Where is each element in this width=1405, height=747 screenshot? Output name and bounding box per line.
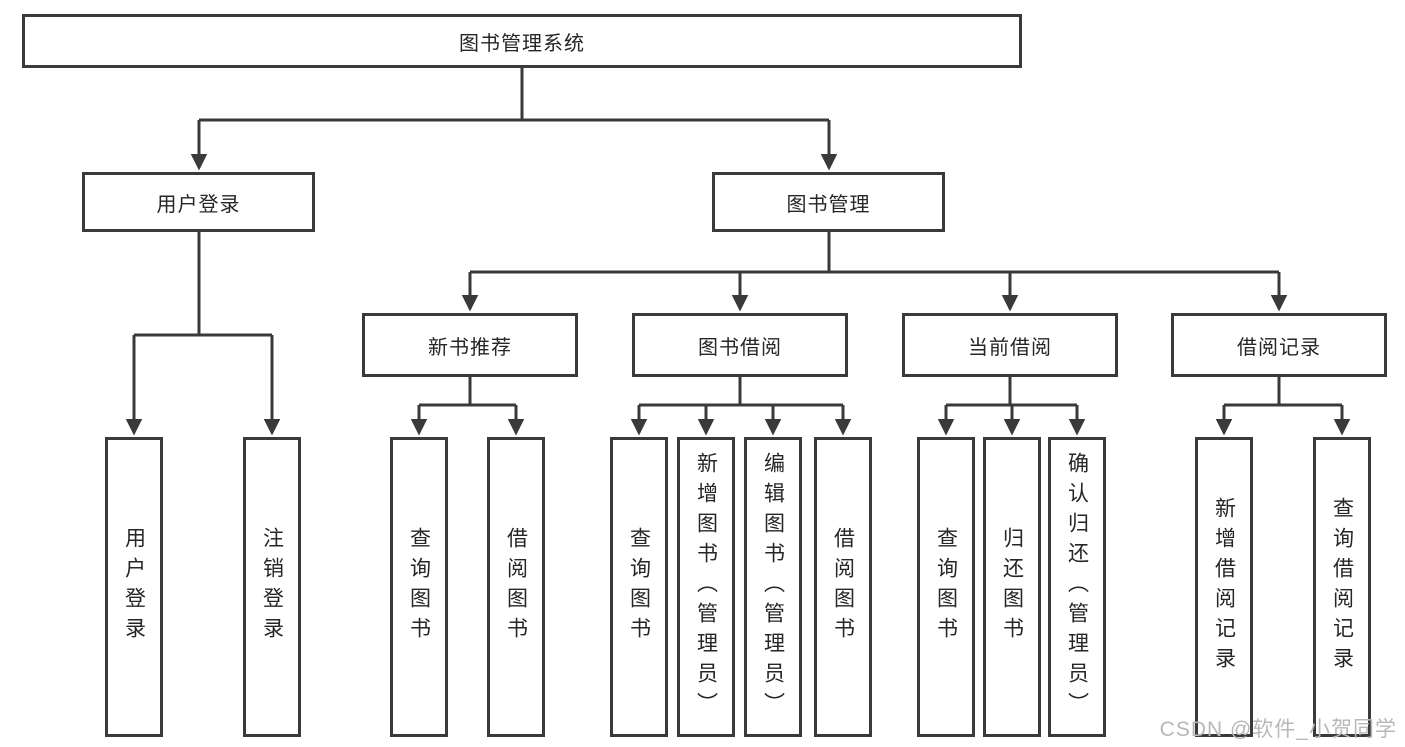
node-label: 新增借阅记录 <box>1212 497 1236 677</box>
leaf-query-book-borrowing: 查询图书 <box>610 437 668 737</box>
node-label: 查询图书 <box>627 527 651 647</box>
leaf-borrow-book-recommend: 借阅图书 <box>487 437 545 737</box>
leaf-borrow-book-borrowing: 借阅图书 <box>814 437 872 737</box>
node-label: 借阅记录 <box>1237 336 1321 359</box>
node-library-management-system: 图书管理系统 <box>22 14 1022 68</box>
leaf-query-book-current: 查询图书 <box>917 437 975 737</box>
node-label: 查询借阅记录 <box>1330 497 1354 677</box>
leaf-add-book-admin: 新增图书（管理员） <box>677 437 735 737</box>
leaf-query-borrow-record: 查询借阅记录 <box>1313 437 1371 737</box>
leaf-add-borrow-record: 新增借阅记录 <box>1195 437 1253 737</box>
node-book-borrowing: 图书借阅 <box>632 313 848 377</box>
node-label: 归还图书 <box>1000 527 1024 647</box>
node-user-login: 用户登录 <box>82 172 315 232</box>
node-label: 新增图书（管理员） <box>694 452 718 722</box>
csdn-watermark: CSDN @软件_小贺同学 <box>1159 718 1397 741</box>
node-borrowing-records: 借阅记录 <box>1171 313 1387 377</box>
node-label: 用户登录 <box>122 527 146 647</box>
node-label: 查询图书 <box>407 527 431 647</box>
node-label: 图书管理系统 <box>459 32 585 55</box>
node-book-management: 图书管理 <box>712 172 945 232</box>
leaf-return-book: 归还图书 <box>983 437 1041 737</box>
node-new-book-recommend: 新书推荐 <box>362 313 578 377</box>
node-label: 图书管理 <box>786 193 871 216</box>
node-label: 编辑图书（管理员） <box>761 452 785 722</box>
node-label: 确认归还（管理员） <box>1065 452 1089 722</box>
node-label: 借阅图书 <box>831 527 855 647</box>
node-label: 图书借阅 <box>698 336 782 359</box>
leaf-confirm-return-admin: 确认归还（管理员） <box>1048 437 1106 737</box>
leaf-query-book-recommend: 查询图书 <box>390 437 448 737</box>
node-current-borrowing: 当前借阅 <box>902 313 1118 377</box>
leaf-user-login: 用户登录 <box>105 437 163 737</box>
node-label: 当前借阅 <box>968 336 1052 359</box>
node-label: 用户登录 <box>156 193 241 216</box>
node-label: 借阅图书 <box>504 527 528 647</box>
node-label: 新书推荐 <box>428 336 512 359</box>
node-label: 查询图书 <box>934 527 958 647</box>
leaf-edit-book-admin: 编辑图书（管理员） <box>744 437 802 737</box>
leaf-logout-login: 注销登录 <box>243 437 301 737</box>
node-label: 注销登录 <box>260 527 284 647</box>
